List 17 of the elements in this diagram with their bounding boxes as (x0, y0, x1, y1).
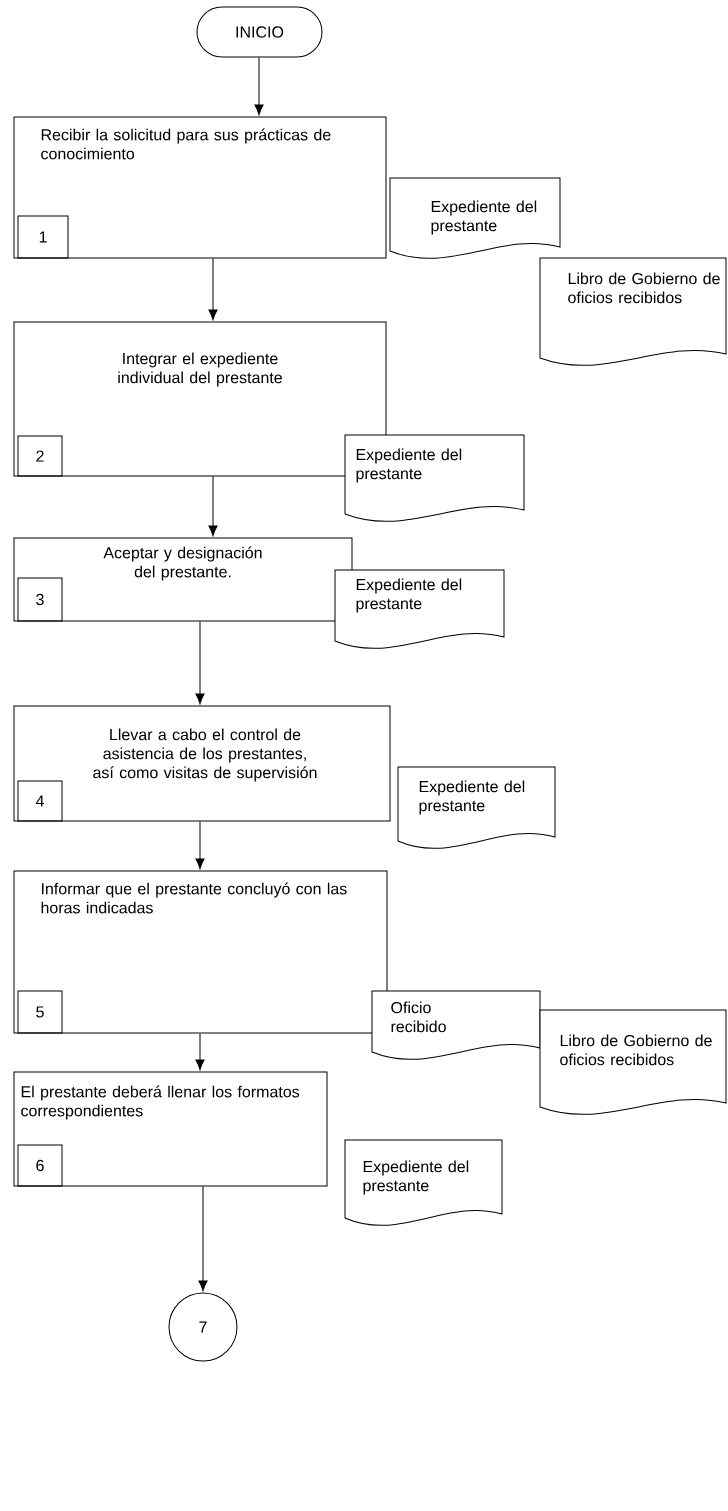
arrow (254, 57, 264, 116)
arrow (195, 821, 205, 870)
arrow (195, 621, 205, 705)
node-label: Libro de Gobierno de oficios recibidos (560, 1034, 712, 1066)
arrow (208, 258, 218, 321)
process-box: Recibir la solicitud para sus prácticas de conocimiento 1 (13, 116, 387, 259)
arrow (198, 1186, 208, 1292)
step-number: 6 (17, 1144, 63, 1187)
process-box: Llevar a cabo el control de asistencia de los prestantes, así como visitas de supervisión 4 (13, 705, 391, 822)
step-number: 3 (17, 577, 63, 622)
step-number: 2 (17, 435, 63, 477)
step-number: 5 (17, 990, 63, 1034)
arrow (195, 1033, 205, 1071)
step-number: 4 (17, 780, 63, 822)
step-number: 1 (17, 215, 69, 259)
process-box: El prestante deberá llenar los formatos correspondientes 6 (13, 1071, 328, 1187)
arrow (208, 476, 218, 537)
